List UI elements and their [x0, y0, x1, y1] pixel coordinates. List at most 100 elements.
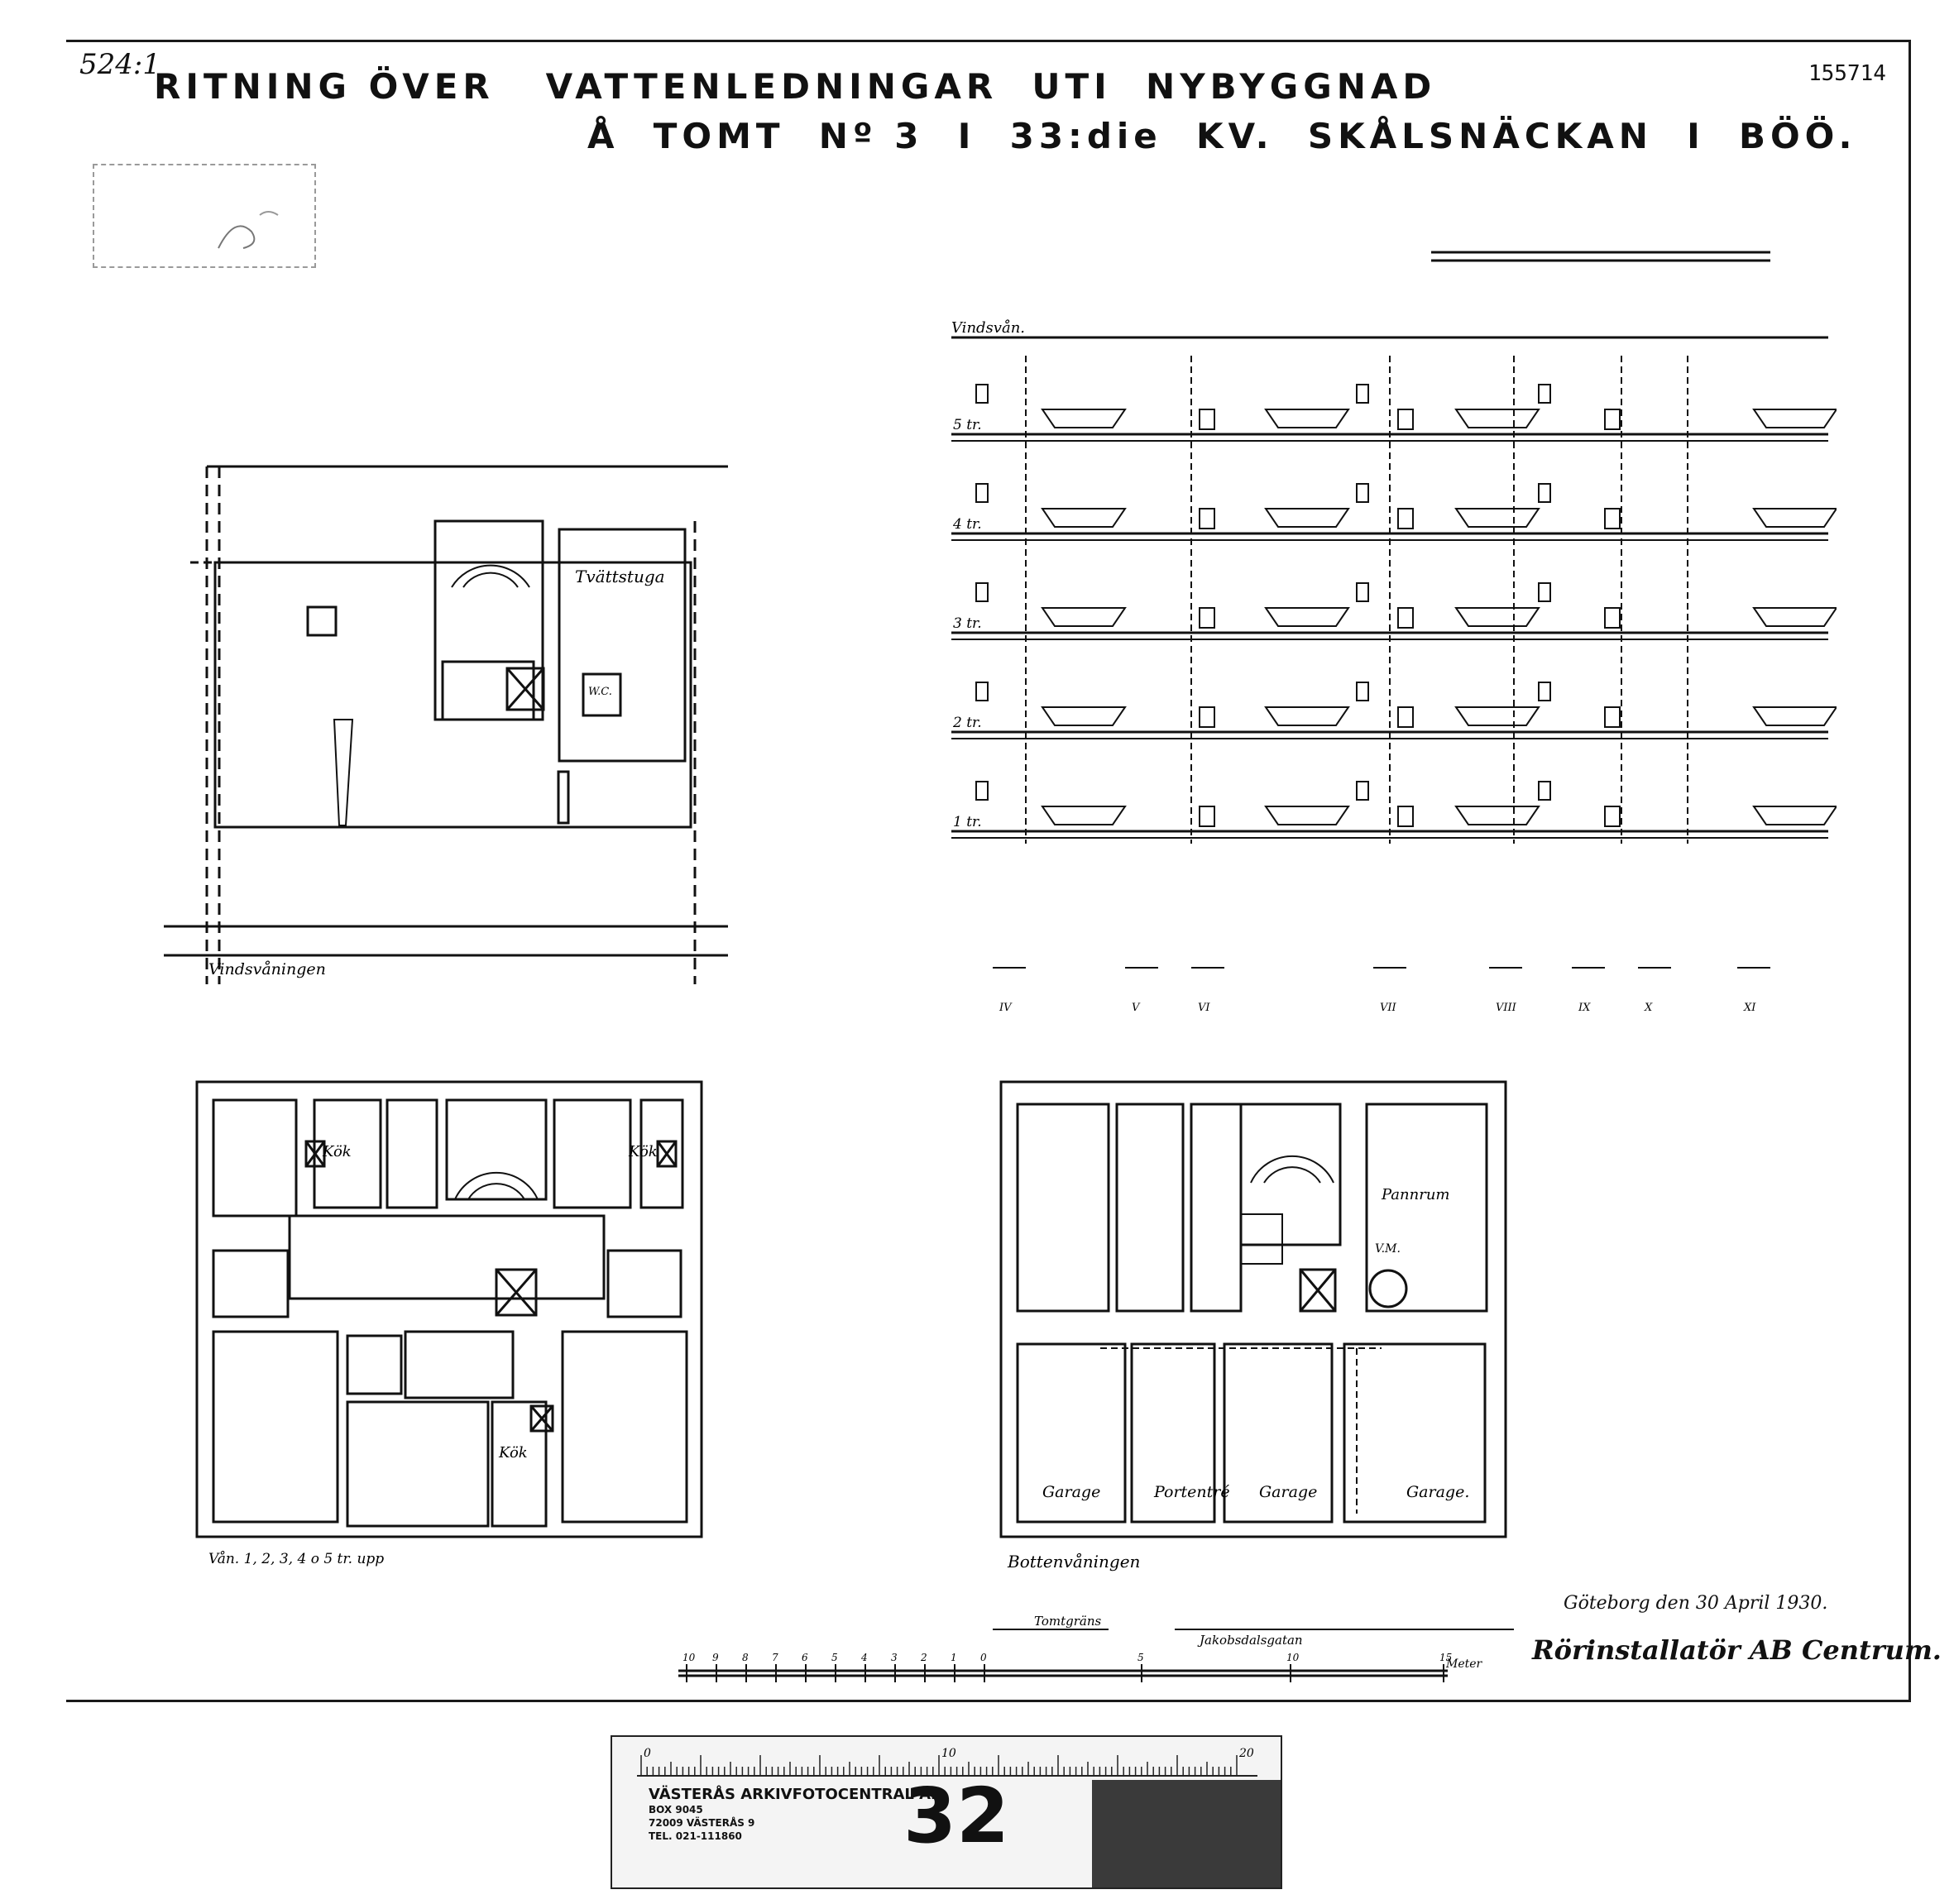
wc-fixture: [1397, 706, 1414, 728]
wc-fixture: [1397, 409, 1414, 430]
archive-box: BOX 9045: [649, 1804, 703, 1815]
frame-number: 32: [903, 1772, 1010, 1860]
basin-fixture: [975, 384, 989, 404]
water-meter-label: V.M.: [1375, 1242, 1401, 1256]
scale-tick-label: 10: [682, 1652, 696, 1663]
ground-room-label: Garage: [1259, 1483, 1317, 1501]
riser-label: V: [1132, 1002, 1141, 1014]
drawing-sheet-border: [66, 40, 1911, 1702]
bathtub-fixture: [1041, 706, 1127, 726]
pannrum-label: Pannrum: [1381, 1186, 1450, 1203]
title-line-1: RITNING ÖVER VATTENLEDNINGAR UTI NYBYGGN…: [154, 66, 1437, 107]
cm-tick-label: 0: [644, 1747, 651, 1760]
wc-fixture: [1604, 607, 1621, 629]
bathtub-fixture: [1264, 806, 1350, 825]
faded-stamp: [93, 164, 316, 268]
place-date: Göteborg den 30 April 1930.: [1564, 1593, 1828, 1614]
cm-scale: 0 10 20: [637, 1745, 1257, 1777]
attic-plan: Tvättstuga W.C. Vindsvåningen: [164, 465, 728, 984]
ground-room-label: Garage.: [1406, 1483, 1469, 1501]
grey-patch: [1092, 1780, 1281, 1887]
kitchen-label-left: Kök: [322, 1143, 352, 1160]
bathtub-fixture: [1752, 806, 1837, 825]
riser-label: IV: [999, 1002, 1013, 1014]
wc-fixture: [1199, 706, 1215, 728]
bathtub-fixture: [1454, 607, 1540, 627]
scale-tick-label: 15: [1439, 1652, 1452, 1663]
bathtub-fixture: [1264, 508, 1350, 528]
bathtub-fixture: [1752, 706, 1837, 726]
basin-fixture: [1538, 384, 1551, 404]
basin-fixture: [1538, 682, 1551, 701]
floor-label: 5 tr.: [953, 417, 982, 433]
cm-tick-label: 10: [941, 1747, 956, 1760]
bathtub-fixture: [1264, 409, 1350, 428]
bathtub-fixture: [1454, 806, 1540, 825]
wc-fixture: [1397, 607, 1414, 629]
basin-fixture: [1356, 582, 1369, 602]
bathtub-fixture: [1041, 409, 1127, 428]
typical-floor-plan: Kök Kök Kök Vån. 1, 2, 3, 4 o 5 tr. upp: [195, 1080, 703, 1567]
wc-fixture: [1397, 508, 1414, 529]
scale-tick-label: 8: [742, 1652, 749, 1663]
site-lines: Tomtgräns Jakobsdalsgatan: [993, 1614, 1514, 1648]
kitchen-label-right: Kök: [628, 1143, 658, 1160]
wc-fixture: [1199, 508, 1215, 529]
floor-label: 1 tr.: [953, 814, 982, 830]
ground-floor-label: Bottenvåningen: [1007, 1552, 1140, 1572]
scale-tick-label: 2: [920, 1652, 927, 1663]
archive-number: 524:1: [79, 48, 160, 81]
riser-label: XI: [1743, 1002, 1756, 1014]
attic-floor-label: Vindsvån.: [951, 318, 1025, 337]
scale-tick-label: 9: [712, 1652, 719, 1663]
scale-unit: Meter: [1445, 1658, 1483, 1671]
typical-floor-label: Vån. 1, 2, 3, 4 o 5 tr. upp: [208, 1551, 384, 1567]
scale-tick-label: 7: [772, 1652, 778, 1663]
bathtub-fixture: [1264, 607, 1350, 627]
riser-elevation: Vindsvån. 5 tr. 4 tr. 3 tr. 2 tr. 1 tr. IV V V…: [951, 251, 1837, 1014]
basin-fixture: [975, 483, 989, 503]
wc-fixture: [1397, 806, 1414, 827]
basin-fixture: [1356, 682, 1369, 701]
bathtub-fixture: [1752, 409, 1837, 428]
basin-fixture: [1356, 483, 1369, 503]
scale-tick-label: 4: [860, 1652, 868, 1663]
bathtub-fixture: [1041, 806, 1127, 825]
scale-tick-label: 10: [1286, 1652, 1300, 1663]
floor-label: 2 tr.: [952, 715, 982, 731]
basin-fixture: [975, 682, 989, 701]
bathtub-fixture: [1454, 508, 1540, 528]
bathtub-fixture: [1752, 607, 1837, 627]
bathtub-fixture: [1752, 508, 1837, 528]
wc-fixture: [1604, 806, 1621, 827]
archive-city: 72009 VÄSTERÅS 9: [649, 1817, 755, 1829]
basin-fixture: [1356, 781, 1369, 801]
scale-tick-label: 3: [891, 1652, 898, 1663]
title-line-2: Å TOMT Nº 3 I 33:die KV. SKÅLSNÄCKAN I B…: [587, 116, 1857, 156]
archive-address: VÄSTERÅS ARKIVFOTOCENTRAL AB BOX 9045 72…: [649, 1787, 942, 1843]
riser-label: IX: [1578, 1002, 1591, 1014]
wc-fixture: [1604, 409, 1621, 430]
archive-color-ruler: 0 10 20 VÄSTERÅS ARKIVFOTOCENTRAL AB BOX 9…: [611, 1735, 1282, 1889]
scale-tick-label: 1: [951, 1652, 957, 1663]
wc-fixture: [1199, 409, 1215, 430]
bathtub-fixture: [1041, 508, 1127, 528]
ground-room-label: Garage: [1042, 1483, 1100, 1501]
archive-name: VÄSTERÅS ARKIVFOTOCENTRAL AB: [649, 1786, 942, 1803]
sheet-number: 155714: [1808, 61, 1886, 86]
floor-label: 3 tr.: [953, 615, 982, 632]
riser-label: VIII: [1496, 1002, 1517, 1014]
riser-label: X: [1644, 1002, 1653, 1014]
bathtub-fixture: [1264, 706, 1350, 726]
cm-tick-label: 20: [1238, 1747, 1254, 1760]
stamp-scribble: [218, 211, 279, 249]
riser-label: VI: [1198, 1002, 1210, 1014]
wc-fixture: [1604, 706, 1621, 728]
floor-label: 4 tr.: [952, 516, 982, 533]
attic-plan-label: Vindsvåningen: [208, 960, 326, 978]
kitchen-label-bottom: Kök: [498, 1444, 528, 1461]
street-label: Jakobsdalsgatan: [1197, 1633, 1303, 1648]
basin-fixture: [975, 582, 989, 602]
